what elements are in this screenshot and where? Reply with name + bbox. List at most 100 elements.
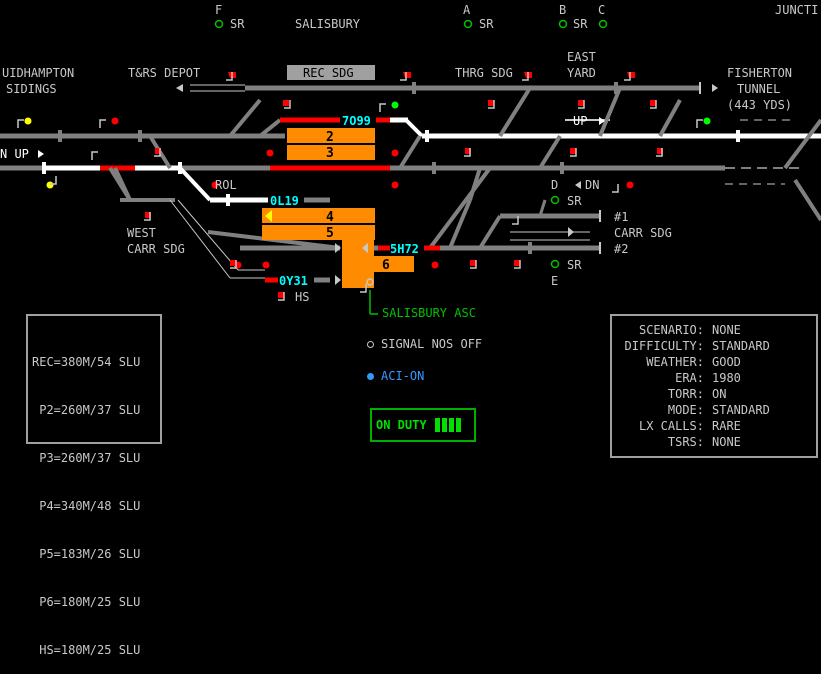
location-rec-sdg: REC SDG — [303, 66, 354, 80]
sr-indicator-icon[interactable] — [598, 19, 608, 29]
yellow-arrow-icon — [265, 210, 272, 222]
scenario-value: GOOD — [712, 355, 741, 369]
track-siding-thin — [177, 199, 239, 271]
scenario-value: ON — [712, 387, 727, 401]
headcode-0l19[interactable]: 0L19 — [270, 194, 299, 208]
location-a-sr: SR — [479, 17, 494, 31]
track-crossover — [793, 178, 821, 222]
track-crossover — [538, 134, 562, 170]
direction-arrow-icon — [712, 84, 718, 92]
platform-6-label: 6 — [382, 258, 390, 273]
signal-flag-icon[interactable] — [470, 260, 476, 266]
signal-flag-icon[interactable] — [650, 100, 656, 106]
scenario-row: MODE:STANDARD — [612, 402, 816, 418]
location-e-letter: E — [551, 274, 558, 288]
track-crossover — [228, 98, 262, 138]
location-b-letter: B — [559, 3, 566, 17]
location-fisherton-1: FISHERTON — [727, 66, 792, 80]
duty-level-bars — [434, 418, 461, 432]
signal-green-icon[interactable] — [703, 117, 711, 125]
headcode-0y31[interactable]: 0Y31 — [279, 274, 308, 288]
headcode-bg — [340, 114, 376, 126]
platform-5-extension[interactable] — [342, 240, 374, 288]
signal-flag-icon[interactable] — [514, 260, 520, 266]
location-a-letter: A — [463, 3, 471, 17]
scenario-row: LX CALLS:RARE — [612, 418, 816, 434]
signal-red-icon[interactable] — [266, 149, 274, 157]
platform-4-label: 4 — [326, 210, 334, 225]
headcode-7o99[interactable]: 7O99 — [342, 114, 371, 128]
track-siding-thin — [169, 199, 231, 279]
signal-flag-icon[interactable] — [627, 72, 635, 78]
signal-flag-icon[interactable] — [230, 260, 236, 266]
legend-aci[interactable]: ACI-ON — [367, 369, 424, 383]
signal-red-icon[interactable] — [262, 261, 270, 269]
label-carr-1: #1 — [614, 210, 628, 224]
track-crossover — [783, 118, 821, 170]
on-duty-button[interactable]: ON DUTY — [370, 408, 476, 442]
scenario-key: TORR: — [667, 387, 704, 401]
track-crossover — [478, 214, 502, 250]
label-carr-sdg: CARR SDG — [614, 226, 672, 240]
info-line: P4=340M/48 SLU — [32, 499, 141, 513]
duty-bar — [455, 418, 461, 432]
signal-red-icon[interactable] — [391, 149, 399, 157]
track-route-set[interactable] — [178, 166, 212, 202]
sr-indicator-icon[interactable] — [550, 259, 560, 269]
scenario-key: ERA: — [675, 371, 704, 385]
legend-signal-nos[interactable]: SIGNAL NOS OFF — [367, 337, 482, 351]
signal-flag-icon[interactable] — [570, 148, 576, 154]
location-wilton-1: UIDHAMPTON — [2, 66, 74, 80]
asc-point-icon — [366, 278, 374, 286]
signal-red-icon[interactable] — [431, 261, 439, 269]
scenario-row: SCENARIO: NONE — [612, 322, 816, 338]
legend-aci-label: ACI-ON — [381, 369, 425, 383]
track-crossover — [398, 134, 422, 170]
sr-indicator-icon[interactable] — [550, 195, 560, 205]
signal-green-icon[interactable] — [391, 101, 399, 109]
track-crossover — [468, 167, 482, 201]
signal-red-icon[interactable] — [111, 117, 119, 125]
signal-flag-icon[interactable] — [488, 100, 494, 106]
platform-6[interactable] — [374, 256, 414, 272]
location-b-sr: SR — [573, 17, 588, 31]
signal-red-icon[interactable] — [626, 181, 634, 189]
aci-on-icon — [367, 372, 374, 380]
scenario-key: SCENARIO: — [638, 323, 704, 337]
sr-indicator-icon[interactable] — [558, 19, 568, 29]
direction-arrow-icon — [335, 243, 341, 253]
scenario-value: NONE — [712, 323, 741, 337]
location-fisherton-3: (443 YDS) — [727, 98, 792, 112]
buffer-arrow-icon — [176, 84, 183, 92]
signal-yellow-icon[interactable] — [24, 117, 32, 125]
signal-red-icon[interactable] — [391, 181, 399, 189]
signal-yellow-icon[interactable] — [46, 181, 54, 189]
label-hs: HS — [295, 290, 309, 304]
headcode-5h72[interactable]: 5H72 — [390, 242, 419, 256]
track-route-set[interactable] — [404, 118, 424, 138]
signal-flag-icon[interactable] — [403, 72, 411, 78]
location-d-dn: DN — [585, 178, 599, 192]
info-line: P3=260M/37 SLU — [32, 451, 141, 465]
label-rol: ROL — [215, 178, 237, 192]
track-crossover — [448, 199, 472, 249]
direction-arrow-icon — [599, 117, 605, 125]
sr-indicator-icon[interactable] — [463, 19, 473, 29]
scenario-row: TORR: ON — [612, 386, 816, 402]
duty-bar — [448, 418, 454, 432]
scenario-key: MODE: — [667, 403, 704, 417]
location-f-letter: F — [215, 3, 222, 17]
location-trs-depot: T&RS DEPOT — [128, 66, 200, 80]
label-up-east: UP — [573, 114, 587, 128]
signal-flag-icon[interactable] — [578, 100, 584, 106]
label-west-carr-2: CARR SDG — [127, 242, 185, 256]
track-joints — [42, 82, 740, 254]
sr-indicator-icon[interactable] — [214, 19, 224, 29]
signal-red-icon[interactable] — [211, 181, 219, 189]
signal-flag-icon[interactable] — [278, 292, 284, 298]
location-e-sr: SR — [567, 258, 582, 272]
platform-2-label: 2 — [326, 130, 334, 145]
scenario-key: TSRS: — [667, 435, 704, 449]
signal-flag-icon[interactable] — [283, 100, 289, 106]
location-d-letter: D — [551, 178, 558, 192]
